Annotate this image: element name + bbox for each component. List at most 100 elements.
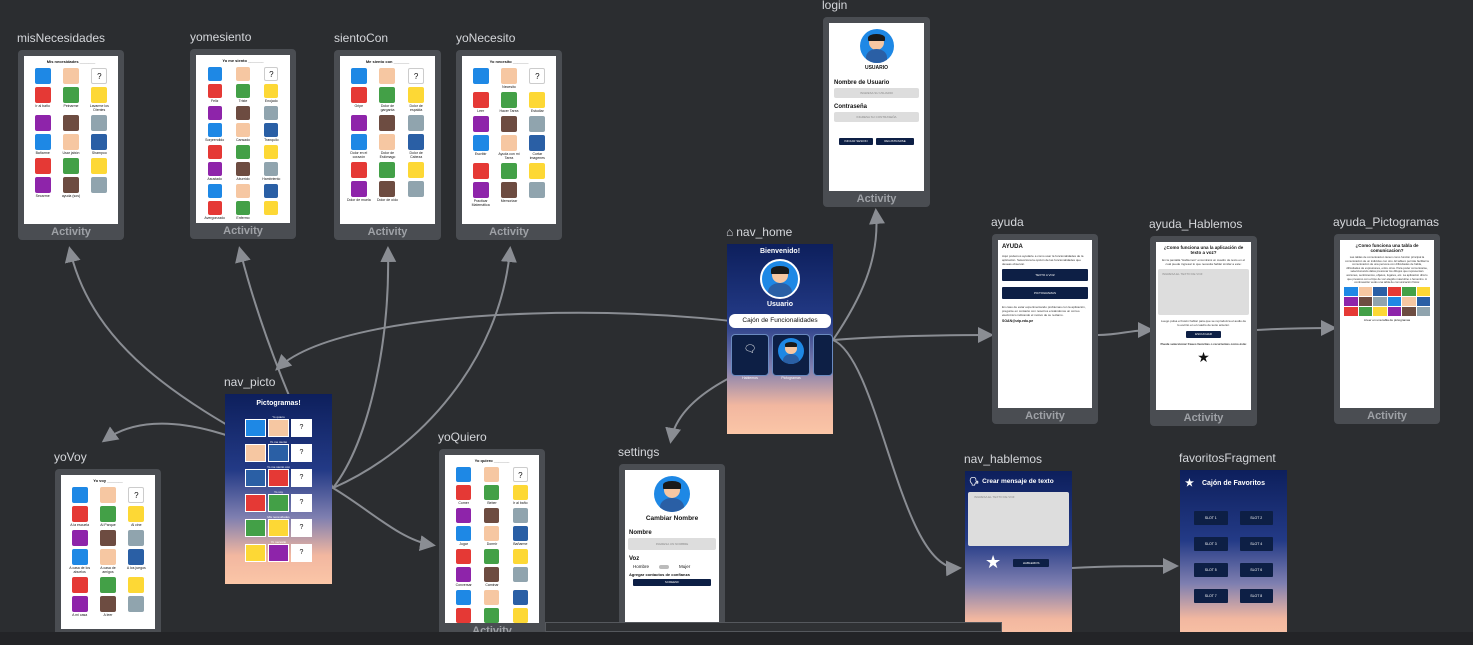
pictogram-cell[interactable]	[95, 577, 120, 593]
pictogram-cell[interactable]	[87, 158, 112, 174]
pictogram-cell[interactable]	[202, 67, 227, 81]
pictogram-cell[interactable]	[30, 115, 55, 131]
save-button[interactable]: SCREENF	[633, 579, 711, 586]
pictogram-cell[interactable]: Secarme	[30, 177, 55, 198]
pictogram-cell[interactable]	[403, 162, 429, 178]
pictogram-cell[interactable]: Escribir	[468, 135, 493, 160]
pictograms-help-button[interactable]: PICTOGRAMAS	[1002, 287, 1088, 299]
pictogram-cell[interactable]: ?	[508, 467, 533, 482]
pictogram-cell[interactable]: Peinarme	[58, 87, 83, 112]
pictogram-cell[interactable]: Dormir	[479, 526, 504, 546]
pictogram-cell[interactable]: Memorizar	[496, 182, 521, 207]
pictogram-cell[interactable]: Comer	[451, 485, 476, 505]
pictogram-cell[interactable]	[451, 590, 476, 605]
pictogram-cell[interactable]	[451, 508, 476, 523]
pictogram-cell[interactable]	[346, 162, 372, 178]
pictogram-cell[interactable]	[67, 487, 92, 503]
category-row[interactable]: ?	[225, 519, 332, 537]
pictogram-cell[interactable]	[451, 467, 476, 482]
pictogram-cell[interactable]	[375, 162, 401, 178]
pictogram-cell[interactable]	[508, 590, 533, 605]
pictogram-cell[interactable]	[259, 145, 284, 159]
name-field[interactable]: INGRESA UN NOMBRE	[628, 538, 716, 550]
pictogram-cell[interactable]	[124, 577, 149, 593]
pictogram-cell[interactable]: Ayuda con mi Tarea	[496, 135, 521, 160]
pictogram-cell[interactable]: Asustado	[202, 162, 227, 181]
pictogram-cell[interactable]	[95, 487, 120, 503]
category-row[interactable]: ?	[225, 469, 332, 487]
pictogram-cell[interactable]: Estudiar	[525, 92, 550, 113]
pictogram-cell[interactable]	[230, 145, 255, 159]
pictogram-cell[interactable]: Necesito	[496, 68, 521, 89]
pictogram-cell[interactable]	[346, 115, 372, 131]
pictogram-cell[interactable]: Triste	[230, 84, 255, 103]
pictogram-cell[interactable]: Bañarme	[508, 526, 533, 546]
category-row[interactable]: ?	[225, 544, 332, 562]
pictogram-cell[interactable]	[30, 68, 55, 84]
pictogram-cell[interactable]	[87, 115, 112, 131]
pictogram-cell[interactable]	[58, 158, 83, 174]
pictogram-cell[interactable]	[346, 68, 372, 84]
tile-more[interactable]	[813, 334, 833, 376]
favorite-slot-button[interactable]: SLOT 3	[1194, 537, 1228, 551]
pictogram-cell[interactable]	[496, 163, 521, 179]
pictogram-cell[interactable]	[525, 116, 550, 132]
pictogram-cell[interactable]	[468, 116, 493, 132]
pictogram-cell[interactable]: Conversar	[451, 567, 476, 587]
pictogram-cell[interactable]: ?	[124, 487, 149, 503]
favorite-slot-button[interactable]: SLOT 5	[1194, 563, 1228, 577]
pictogram-cell[interactable]: Leer	[468, 92, 493, 113]
pictogram-cell[interactable]: Al cine	[124, 506, 149, 527]
pictogram-cell[interactable]: A la escuela	[67, 506, 92, 527]
pictogram-cell[interactable]	[230, 67, 255, 81]
favorite-star-icon[interactable]: ★	[985, 552, 1002, 572]
pictogram-cell[interactable]: Hambriento	[259, 162, 284, 181]
pictogram-cell[interactable]: Gripe	[346, 87, 372, 112]
pictogram-cell[interactable]	[67, 530, 92, 546]
category-row[interactable]: ?	[225, 494, 332, 512]
pictogram-cell[interactable]	[451, 549, 476, 564]
pictogram-cell[interactable]: Dolor de espalda	[403, 87, 429, 112]
features-drawer-button[interactable]: Cajón de Funcionalidades	[729, 314, 831, 328]
favorite-slot-button[interactable]: SLOT 6	[1239, 563, 1273, 577]
pictogram-cell[interactable]: Lavarme los Dientes	[87, 87, 112, 112]
pictogram-cell[interactable]: A leer	[95, 596, 120, 617]
pictogram-cell[interactable]: Avergonzado	[202, 201, 227, 220]
pictogram-cell[interactable]: A mi casa	[67, 596, 92, 617]
pictogram-cell[interactable]	[479, 467, 504, 482]
pictogram-cell[interactable]: Shampoo	[87, 134, 112, 155]
pictogram-cell[interactable]	[468, 163, 493, 179]
pictogram-cell[interactable]	[479, 508, 504, 523]
pictogram-cell[interactable]: ?	[403, 68, 429, 84]
pictogram-cell[interactable]: Caminar	[479, 567, 504, 587]
speak-button[interactable]: HABLEMOS	[1013, 558, 1050, 567]
pictogram-cell[interactable]: Dolor de oído	[375, 181, 401, 202]
tile-pictogramas[interactable]	[772, 334, 810, 376]
pictogram-cell[interactable]	[87, 177, 112, 198]
pictogram-cell[interactable]: Aburrido	[230, 162, 255, 181]
pictogram-cell[interactable]	[508, 549, 533, 564]
fragment-nav-picto[interactable]: Pictogramas!Yo quiero?Yo me siento?Yo me…	[225, 394, 332, 584]
pictogram-cell[interactable]: Dolor de garganta	[375, 87, 401, 112]
login-button[interactable]: INICIAR SESION	[839, 138, 873, 145]
pictogram-cell[interactable]	[525, 182, 550, 207]
pictogram-cell[interactable]: Al Parque	[95, 506, 120, 527]
pictogram-cell[interactable]	[259, 106, 284, 120]
favorite-slot-button[interactable]: SLOT 1	[1194, 511, 1228, 525]
pictogram-cell[interactable]: ayuda (sos)	[58, 177, 83, 198]
pictogram-cell[interactable]: Tranquilo	[259, 123, 284, 142]
pictogram-cell[interactable]	[508, 567, 533, 587]
pictogram-cell[interactable]	[496, 116, 521, 132]
pictogram-cell[interactable]: Cortar imagenes	[525, 135, 550, 160]
pictogram-cell[interactable]: Hacer Tarea	[496, 92, 521, 113]
pictogram-cell[interactable]	[58, 68, 83, 84]
pictogram-cell[interactable]: ?	[87, 68, 112, 84]
